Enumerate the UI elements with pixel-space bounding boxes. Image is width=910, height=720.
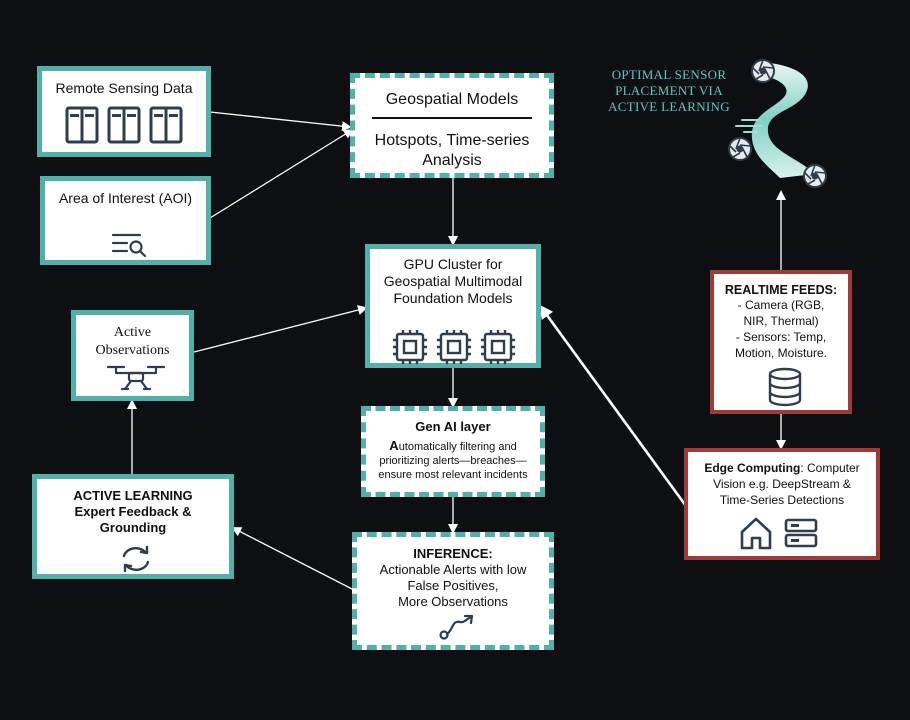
realtime-line3: - Sensors: Temp, (735, 330, 827, 344)
edge-line2: Vision e.g. DeepStream & (713, 477, 851, 491)
realtime-feeds-box: REALTIME FEEDS: - Camera (RGB, NIR, Ther… (710, 270, 852, 414)
camera-shutter-icon (751, 59, 775, 83)
inference-line3: More Observations (398, 594, 508, 609)
gen-ai-line2: prioritizing alerts—breaches— (379, 455, 527, 467)
realtime-line2: NIR, Thermal) (743, 314, 819, 328)
gen-ai-box: Gen AI layer Automatically filtering and… (361, 406, 545, 497)
realtime-line1: - Camera (RGB, (737, 298, 825, 312)
drone-icon (106, 365, 166, 391)
refresh-icon (122, 545, 150, 573)
remote-sensing-title: Remote Sensing Data (55, 80, 193, 96)
edge-line3: Time-Series Detections (719, 493, 845, 507)
sensor-placement-line1: OPTIMAL SENSOR (611, 67, 727, 82)
database-icon (768, 367, 802, 407)
gpu-cluster-box: GPU Cluster for Geospatial Multimodal Fo… (365, 244, 541, 368)
arrow-remote-to-geospatial (209, 111, 352, 132)
edge-computing-box: Edge Computing: Computer Vision e.g. Dee… (684, 448, 880, 560)
active-learning-line3: Grounding (99, 520, 167, 535)
inference-line2: False Positives, (407, 578, 499, 593)
arrow-inference-to-learning (231, 527, 355, 591)
route-icon (439, 614, 474, 640)
sensor-placement-label: OPTIMAL SENSOR PLACEMENT VIA ACTIVE LEAR… (596, 67, 742, 115)
gen-ai-line1: Automatically filtering and (366, 438, 540, 455)
camera-shutter-icon (803, 164, 827, 188)
home-icon (740, 517, 772, 550)
camera-shutter-icon (728, 137, 752, 161)
inference-title: INFERENCE: (413, 546, 493, 561)
geospatial-title: Geospatial Models (385, 91, 519, 108)
active-observations-line2: Observations (95, 343, 170, 358)
geospatial-subtitle: Hotspots, Time-series Analysis (374, 132, 530, 169)
edge-title-rest: : Computer (800, 461, 860, 475)
arrow-aoi-to-geospatial (209, 128, 354, 219)
active-learning-line2: Expert Feedback & (74, 504, 192, 519)
arrow-observations-to-gpu (193, 305, 368, 353)
server-rack-icon (65, 106, 183, 144)
gpu-cluster-title: GPU Cluster for Geospatial Multimodal Fo… (383, 256, 523, 306)
inference-box: INFERENCE: Actionable Alerts with low Fa… (352, 532, 554, 650)
realtime-title: REALTIME FEEDS: (724, 283, 838, 297)
realtime-line4: Motion, Moisture. (734, 346, 828, 360)
sensor-placement-line3: ACTIVE LEARNING (608, 99, 730, 114)
gen-ai-line1-rest: utomatically filtering and (398, 441, 517, 453)
river-path-icon (735, 62, 814, 178)
geospatial-divider (372, 117, 532, 119)
sensor-placement-line2: PLACEMENT VIA (615, 83, 723, 98)
active-observations-box: Active Observations (71, 310, 194, 401)
gen-ai-title: Gen AI layer (415, 419, 491, 434)
edge-line1: Edge Computing: Computer (692, 461, 872, 477)
gen-ai-first-letter: A (389, 438, 399, 453)
server-icon (784, 518, 818, 548)
aoi-box: Area of Interest (AOI) (40, 176, 211, 265)
inference-line1: Actionable Alerts with low (379, 562, 527, 577)
geospatial-models-box: Geospatial Models Hotspots, Time-series … (350, 73, 554, 178)
active-learning-line1: ACTIVE LEARNING (73, 488, 193, 503)
active-observations-line1: Active (113, 325, 152, 340)
arrow-edge-to-gpu (539, 304, 688, 507)
remote-sensing-box: Remote Sensing Data (37, 66, 211, 157)
cpu-chip-icon (393, 330, 515, 364)
gen-ai-line3: ensure most relevant incidents (378, 469, 528, 481)
edge-title-bold: Edge Computing (704, 461, 801, 475)
search-list-icon (111, 233, 147, 257)
aoi-title: Area of Interest (AOI) (58, 190, 193, 206)
active-learning-box: ACTIVE LEARNING Expert Feedback & Ground… (32, 474, 234, 579)
